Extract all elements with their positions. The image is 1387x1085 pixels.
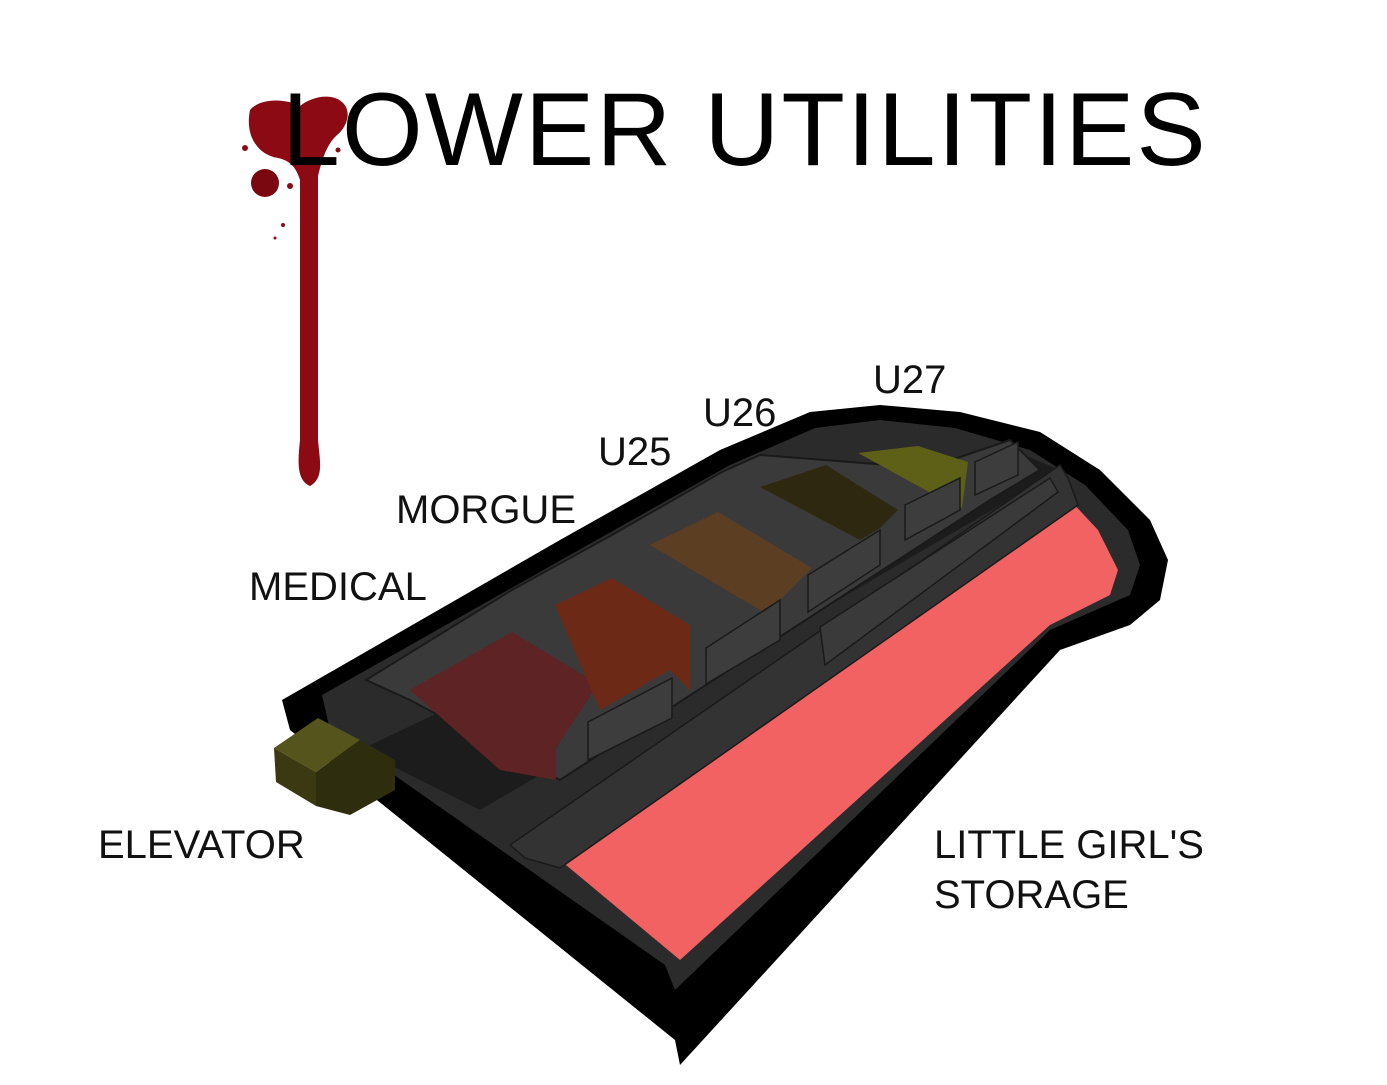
label-storage-line2: STORAGE <box>934 873 1129 917</box>
label-u25: U25 <box>598 430 672 474</box>
label-storage-line1: LITTLE GIRL'S <box>934 823 1204 867</box>
elevator-block <box>274 718 395 815</box>
room-u25 <box>650 512 812 625</box>
room-morgue <box>555 578 690 710</box>
label-u27: U27 <box>873 358 947 402</box>
label-u26: U26 <box>703 391 777 435</box>
partition-walls <box>587 440 1019 762</box>
page-title: LOWER UTILITIES <box>282 72 1208 188</box>
label-medical: MEDICAL <box>249 565 427 609</box>
label-morgue: MORGUE <box>396 488 576 532</box>
storage-divider-wall <box>819 476 1059 667</box>
room-storage <box>560 500 1118 960</box>
room-u26 <box>760 465 898 540</box>
room-medical <box>410 632 598 780</box>
label-elevator: ELEVATOR <box>98 823 305 867</box>
blood-drip-icon <box>242 96 348 487</box>
